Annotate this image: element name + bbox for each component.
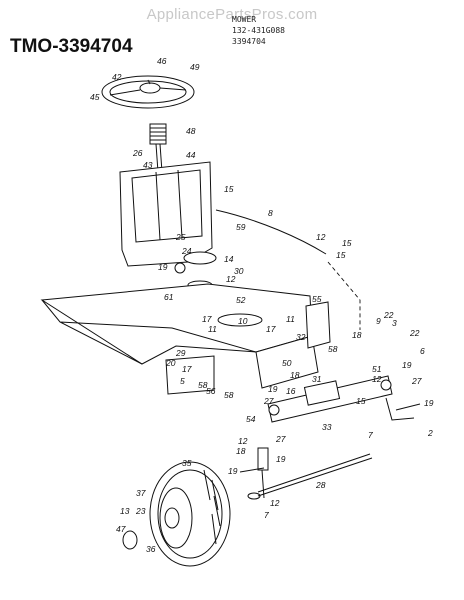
callout-43: 43 (143, 160, 153, 170)
callout-31: 31 (312, 374, 322, 384)
callout-18-b: 18 (290, 370, 300, 380)
callout-52: 52 (236, 295, 246, 305)
callout-18-a: 18 (352, 330, 362, 340)
dash-console (119, 161, 213, 267)
callout-28: 28 (315, 480, 326, 490)
callout-59: 59 (236, 222, 246, 232)
callout-55: 55 (312, 294, 322, 304)
callout-2: 2 (427, 428, 433, 438)
callout-27-b: 27 (263, 396, 274, 406)
header-line-2: 132-431G088 (232, 26, 285, 35)
callout-19-d: 19 (424, 398, 434, 408)
callout-19-a: 19 (158, 262, 168, 272)
callout-27-c: 27 (275, 434, 286, 444)
header-line-1: MOWER (232, 15, 257, 24)
callout-15-top: 15 (224, 184, 234, 194)
hub-cap (122, 530, 138, 550)
callout-12-d: 12 (238, 436, 248, 446)
front-wheel (149, 461, 231, 567)
callout-25: 25 (175, 232, 186, 242)
spindle-right (385, 397, 421, 421)
callout-35: 35 (182, 458, 192, 468)
callout-24: 24 (181, 246, 192, 256)
callout-12-b: 12 (316, 232, 326, 242)
callout-47: 47 (116, 524, 126, 534)
callout-9: 9 (376, 316, 381, 326)
callout-61: 61 (164, 292, 174, 302)
callout-12-a: 12 (226, 274, 236, 284)
frame (40, 283, 319, 395)
frame-bracket (305, 301, 331, 349)
callout-12-c: 12 (372, 374, 382, 384)
callout-10: 10 (238, 316, 248, 326)
callout-13: 13 (120, 506, 130, 516)
callout-50: 50 (282, 358, 292, 368)
callout-37: 37 (136, 488, 146, 498)
front-axle (267, 375, 393, 423)
drag-link (215, 209, 327, 255)
callout-58-b: 58 (198, 380, 208, 390)
callout-19-e: 19 (228, 466, 238, 476)
callout-15-d: 15 (342, 238, 352, 248)
spindle-left (239, 447, 269, 500)
callout-22-b: 22 (409, 328, 420, 338)
steering-column (149, 123, 169, 257)
steering-wheel (101, 75, 195, 109)
callout-33: 33 (322, 422, 332, 432)
drag-link-path (327, 261, 361, 330)
callout-32: 32 (296, 332, 306, 342)
callout-7-b: 7 (264, 510, 269, 520)
callout-17-a: 17 (202, 314, 212, 324)
callout-7-a: 7 (368, 430, 373, 440)
tie-rod (257, 453, 373, 497)
callout-45: 45 (90, 92, 100, 102)
callout-30: 30 (234, 266, 244, 276)
callout-58-a: 58 (328, 344, 338, 354)
callout-11-b: 11 (208, 324, 217, 334)
callout-19-c: 19 (268, 384, 278, 394)
callout-51: 51 (372, 364, 382, 374)
callout-12-e: 12 (270, 498, 280, 508)
callout-44: 44 (186, 150, 196, 160)
callout-18-c: 18 (236, 446, 246, 456)
callout-5: 5 (180, 376, 185, 386)
callout-17-b: 17 (266, 324, 276, 334)
callout-3: 3 (392, 318, 397, 328)
callout-6: 6 (420, 346, 425, 356)
callout-36: 36 (146, 544, 156, 554)
callout-56: 56 (206, 386, 216, 396)
callout-26: 26 (132, 148, 143, 158)
callout-19-f: 19 (276, 454, 286, 464)
callout-49: 49 (190, 62, 200, 72)
callout-15-c: 15 (356, 396, 366, 406)
callout-19-b: 19 (402, 360, 412, 370)
callout-27-a: 27 (411, 376, 422, 386)
callout-54: 54 (246, 414, 256, 424)
callout-labels: 42 46 49 45 48 26 43 44 15 8 59 25 24 14… (90, 56, 434, 554)
callout-11-a: 11 (286, 314, 295, 324)
header-line-3: 3394704 (232, 37, 266, 46)
callout-48: 48 (186, 126, 196, 136)
callout-17-c: 17 (182, 364, 192, 374)
model-number-title: TMO-3394704 (10, 36, 133, 57)
callout-15-b: 15 (336, 250, 346, 260)
callout-29: 29 (175, 348, 186, 358)
callout-8: 8 (268, 208, 273, 218)
callout-16: 16 (286, 386, 296, 396)
callout-42: 42 (112, 72, 122, 82)
callout-23: 23 (135, 506, 146, 516)
callout-20: 20 (165, 358, 176, 368)
callout-14: 14 (224, 254, 234, 264)
callout-58-c: 58 (224, 390, 234, 400)
callout-22-a: 22 (383, 310, 394, 320)
callout-46: 46 (157, 56, 167, 66)
watermark: AppliancePartsPros.com (146, 6, 318, 23)
